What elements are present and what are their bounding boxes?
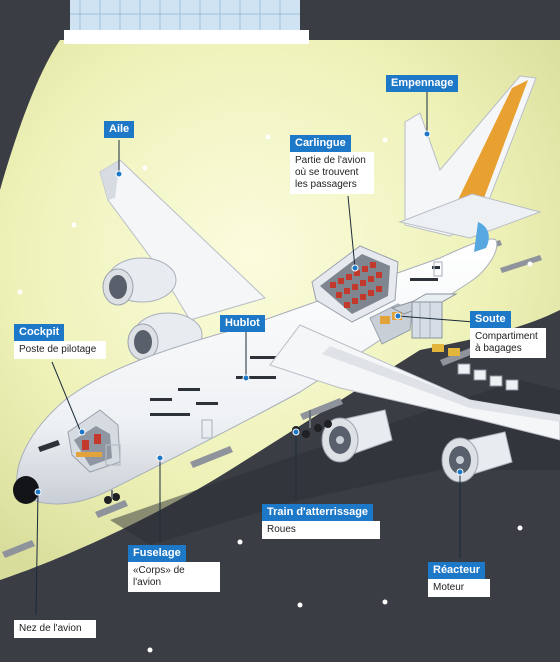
label-empennage: Empennage xyxy=(386,73,459,92)
near-engine-inner xyxy=(321,409,393,463)
label-soute-desc-line2: à bagages xyxy=(475,343,522,354)
ground-lights xyxy=(17,134,533,653)
label-aile-title: Aile xyxy=(104,121,135,138)
leader-dots xyxy=(34,130,464,496)
label-fuselage-desc: «Corps» de l'avion xyxy=(128,562,220,592)
tail-cone xyxy=(474,222,489,252)
label-nez-desc: Nez de l'avion xyxy=(14,620,96,638)
cockpit-cutaway xyxy=(67,409,121,473)
terminal-building xyxy=(64,0,309,44)
label-soute-title: Soute xyxy=(470,311,511,328)
label-cockpit-desc: Poste de pilotage xyxy=(14,341,106,359)
leader-lines xyxy=(35,92,475,616)
cabin-cutaway xyxy=(311,245,399,323)
nose-cone xyxy=(13,476,39,504)
landing-gear xyxy=(104,410,332,504)
label-aile: Aile xyxy=(104,119,135,138)
label-carlingue-desc-line3: les passagers xyxy=(295,179,357,190)
horizontal-stabilizer xyxy=(398,193,542,239)
doors xyxy=(105,261,443,466)
label-carlingue-desc: Partie de l'avion où se trouvent les pas… xyxy=(290,152,374,194)
label-hublot: Hublot xyxy=(220,313,265,332)
label-reacteur: Réacteur Moteur xyxy=(428,560,490,597)
near-wing-edge xyxy=(322,346,560,422)
label-fuselage: Fuselage «Corps» de l'avion xyxy=(128,543,220,592)
far-wing-edge xyxy=(100,160,120,200)
label-nez: Nez de l'avion xyxy=(14,620,96,638)
label-reacteur-desc: Moteur xyxy=(428,579,490,597)
tail-stripe xyxy=(456,80,528,214)
label-soute-desc: Compartiment à bagages xyxy=(470,328,546,358)
label-carlingue-desc-line1: Partie de l'avion xyxy=(295,155,366,166)
baggage-equipment xyxy=(390,293,519,391)
label-hublot-title: Hublot xyxy=(220,315,265,332)
label-train: Train d'atterrissage Roues xyxy=(262,502,380,539)
label-carlingue-desc-line2: où se trouvent xyxy=(295,167,359,178)
label-train-desc: Roues xyxy=(262,521,380,539)
label-fuselage-title: Fuselage xyxy=(128,545,186,562)
cockpit-windows xyxy=(38,440,60,452)
plane-shadow xyxy=(110,380,560,545)
label-carlingue-title: Carlingue xyxy=(290,135,351,152)
label-soute-desc-line1: Compartiment xyxy=(475,331,538,342)
label-carlingue: Carlingue Partie de l'avion où se trouve… xyxy=(290,133,374,194)
far-engine-outer xyxy=(102,257,177,306)
label-cockpit: Cockpit Poste de pilotage xyxy=(14,322,106,359)
label-cockpit-title: Cockpit xyxy=(14,324,65,341)
label-soute: Soute Compartiment à bagages xyxy=(470,309,546,358)
label-empennage-title: Empennage xyxy=(386,75,459,92)
label-reacteur-title: Réacteur xyxy=(428,562,486,579)
label-train-title: Train d'atterrissage xyxy=(262,504,374,521)
